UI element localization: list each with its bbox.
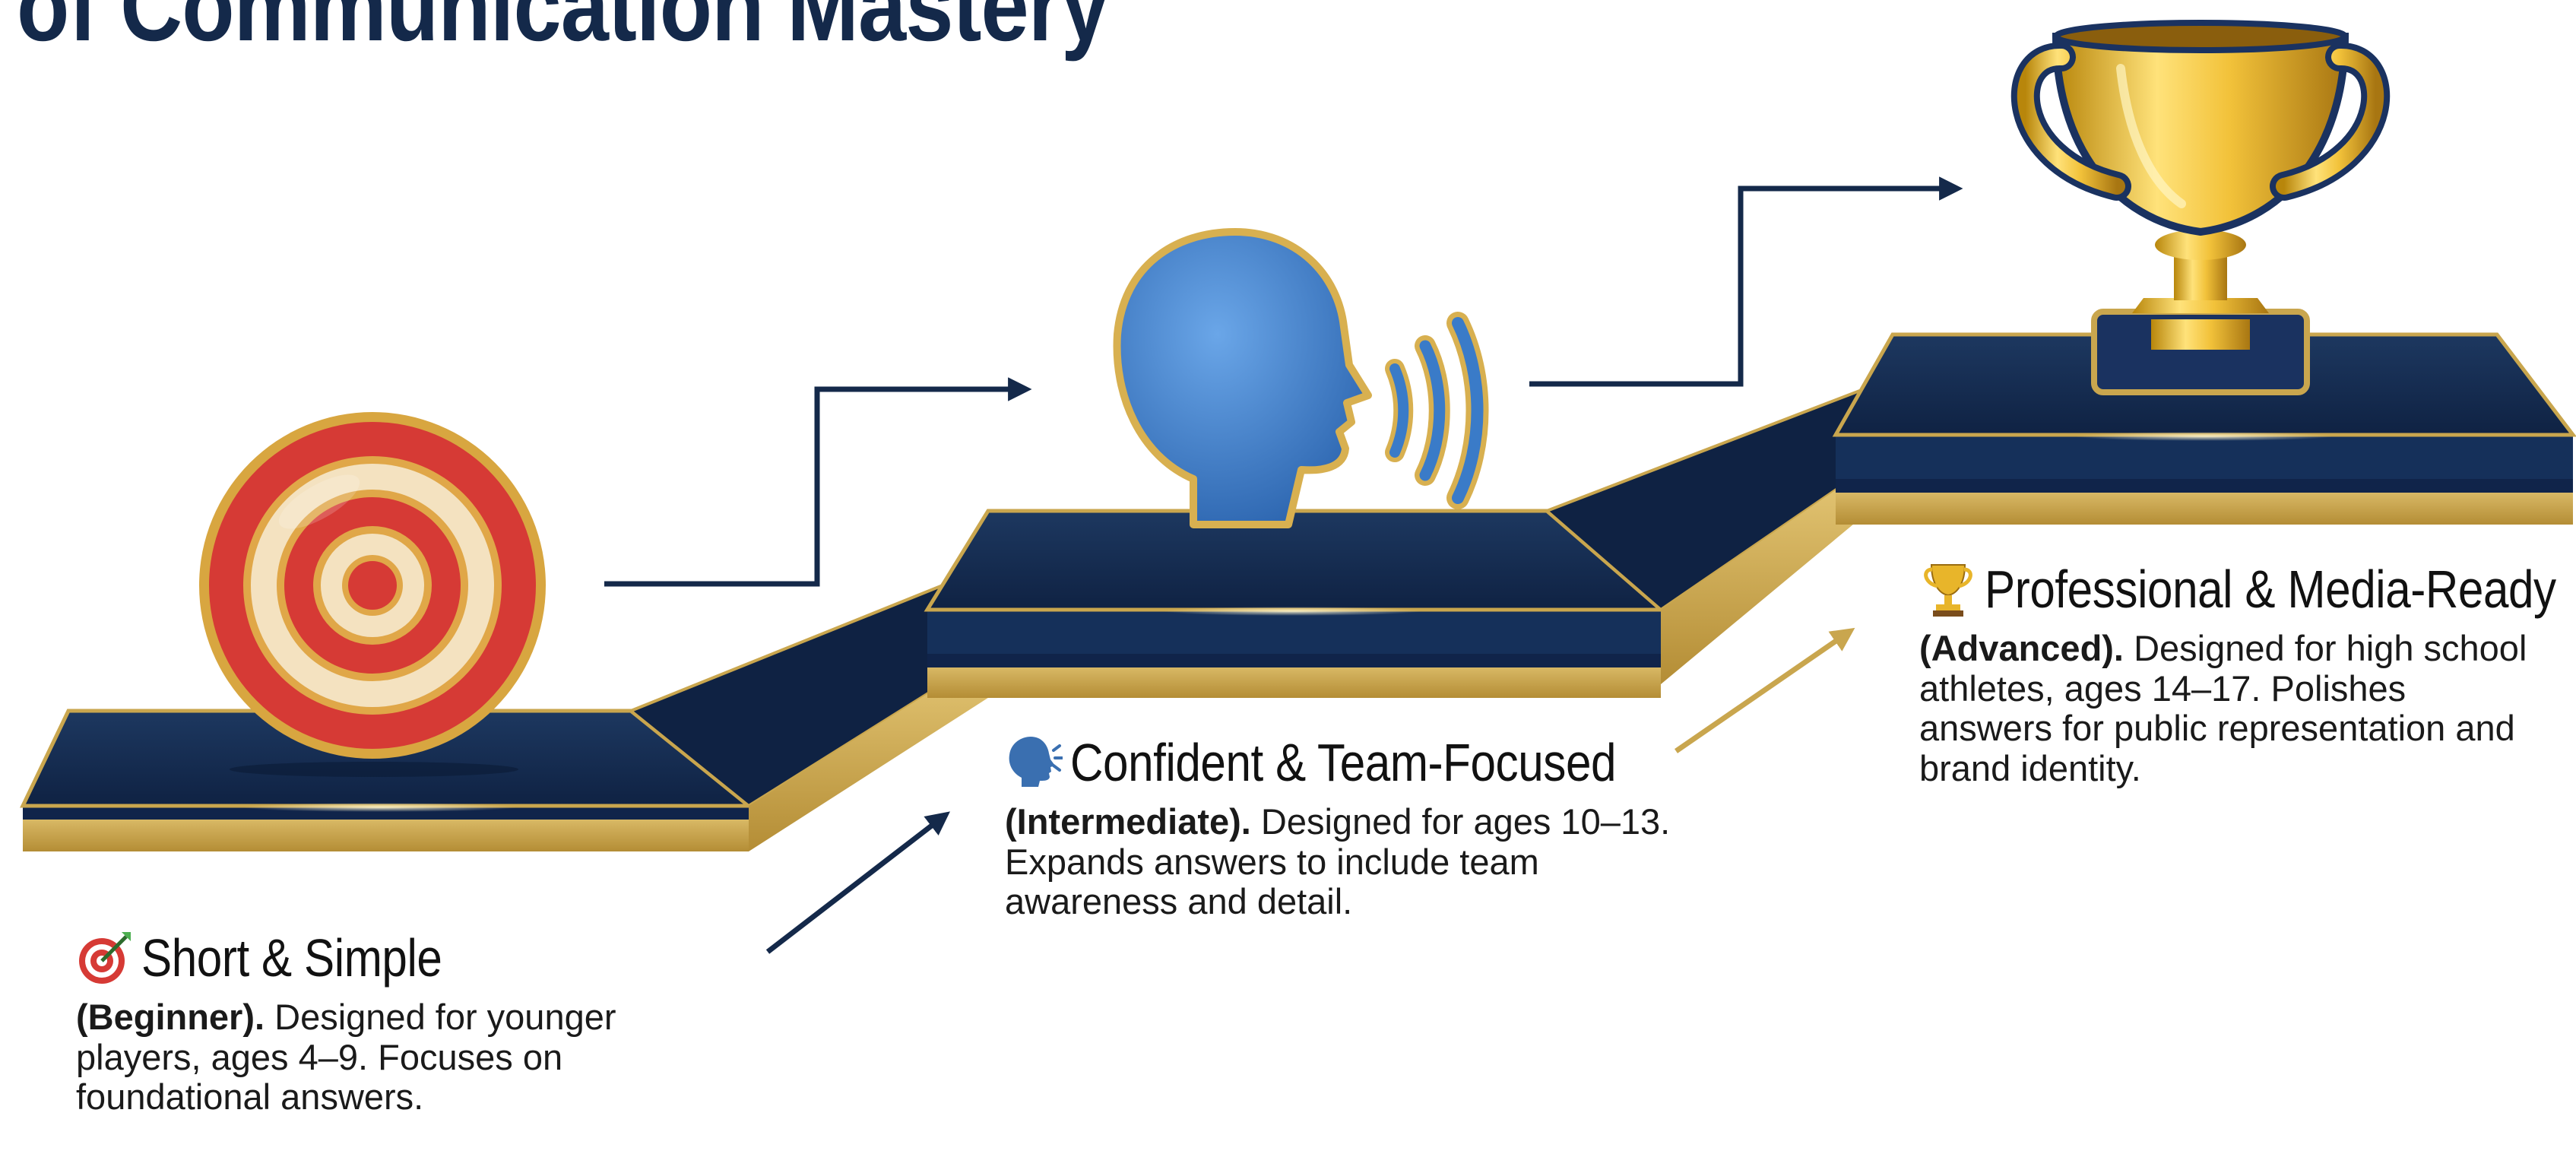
speaking-head-icon [1009, 737, 1063, 787]
stage-heading: Short & Simple [76, 927, 654, 988]
stage-title: Short & Simple [141, 928, 442, 988]
platform-advanced [1832, 332, 2576, 525]
stage-title: Professional & Media-Ready [1985, 560, 2556, 619]
stage-advanced: Professional & Media-Ready (Advanced). D… [1919, 559, 2556, 789]
stage-description-text: Designed for ages 10–13. Expands answers… [1005, 801, 1671, 922]
trophy-icon [2010, 20, 2391, 395]
stage-description-text: Designed for high school athletes, ages … [1919, 628, 2527, 788]
progress-arrows [604, 176, 1963, 954]
target-icon [79, 932, 131, 984]
stage-intermediate: Confident & Team-Focused (Intermediate).… [1005, 732, 1674, 922]
page-title: of Communication Mastery [17, 0, 1109, 62]
stage-title: Confident & Team-Focused [1070, 733, 1617, 792]
platform-beginner [20, 709, 755, 851]
stage-beginner: Short & Simple (Beginner). Designed for … [76, 927, 654, 1118]
speaking-head-icon [1113, 228, 1489, 528]
target-icon [199, 412, 546, 777]
stage-level: (Beginner). [76, 997, 265, 1037]
stage-description: (Intermediate). Designed for ages 10–13.… [1005, 801, 1674, 922]
stage-description-text: Designed for younger players, ages 4–9. … [76, 997, 616, 1118]
stage-heading: Professional & Media-Ready [1919, 559, 2556, 620]
stage-description: (Beginner). Designed for younger players… [76, 997, 654, 1118]
stage-heading: Confident & Team-Focused [1005, 732, 1674, 793]
trophy-icon [1924, 564, 1972, 617]
stage-level: (Advanced). [1919, 628, 2124, 668]
platform-intermediate [924, 509, 1666, 698]
stage-level: (Intermediate). [1005, 801, 1251, 842]
stage-description: (Advanced). Designed for high school ath… [1919, 628, 2543, 789]
